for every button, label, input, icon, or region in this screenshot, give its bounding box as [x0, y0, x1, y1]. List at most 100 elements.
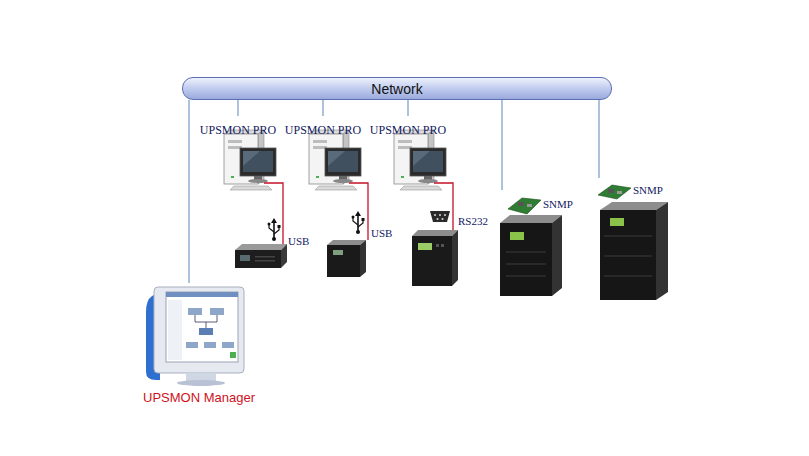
workstation-illustration: [309, 130, 361, 190]
node-label: SNMP: [633, 184, 663, 196]
tower-ups: [327, 245, 360, 277]
snmp-card: [598, 185, 631, 199]
manager-monitor: [199, 328, 213, 335]
tower-ups: [418, 243, 432, 250]
rack-ups: [235, 244, 287, 250]
network-link: [501, 100, 502, 190]
snmp-ups: [552, 215, 562, 296]
manager-monitor: [210, 308, 224, 315]
usb-symbol: [268, 211, 365, 241]
port-label: RS232: [457, 211, 489, 229]
snmp-card: [527, 204, 532, 207]
workstation-node: UPSMON PRO: [194, 116, 282, 192]
workstation-illustration: [224, 130, 446, 190]
serial-usb-cable: [434, 183, 453, 230]
snmp-ups: [500, 215, 562, 296]
node-label: UPSMON Manager: [143, 390, 255, 405]
manager-monitor: [195, 315, 217, 328]
snmp-ups: [656, 202, 668, 300]
rack-ups: [281, 244, 287, 268]
snmp-ups: [604, 236, 652, 237]
snmp-ups: [506, 252, 546, 253]
network-link: [322, 100, 323, 116]
tower-ups: [333, 250, 343, 255]
tower-ups: [436, 244, 439, 247]
snmp-ups: [506, 264, 546, 265]
snmp-ups: [500, 215, 562, 223]
tower-ups: [441, 244, 444, 247]
port-label: USB: [370, 227, 393, 239]
serial-port-symbol: [430, 211, 450, 222]
manager-monitor: [230, 352, 236, 358]
manager-monitor: [154, 287, 244, 373]
snmp-ups: [604, 276, 652, 277]
manager-monitor: [188, 308, 202, 315]
network-bar: Network: [182, 77, 612, 100]
snmp-card: [608, 189, 614, 193]
network-link: [407, 100, 408, 116]
serial-port-symbol: [439, 214, 441, 216]
workstation-node: UPSMON PRO: [366, 116, 450, 192]
snmp-card: [508, 198, 541, 214]
tower-ups: [360, 240, 366, 277]
serial-usb-cable: [349, 183, 368, 240]
port-label: USB: [287, 235, 310, 247]
manager-node: UPSMON Manager: [139, 283, 259, 405]
node-label: UPSMON PRO: [200, 123, 276, 138]
snmp-ups: [610, 218, 624, 226]
tower-ups: [327, 240, 366, 245]
snmp-ups: [500, 223, 552, 296]
manager-monitor: [168, 300, 182, 360]
serial-port-symbol: [434, 214, 436, 216]
snmp-ups-node: SNMP: [496, 190, 578, 298]
serial-port-symbol: [444, 214, 446, 216]
manager-monitor: [222, 342, 234, 348]
rack-ups: [235, 250, 281, 268]
snmp-card: [508, 198, 541, 214]
serial-port-symbol: [430, 211, 450, 222]
serial-port-symbol: [437, 218, 439, 220]
snmp-card: [598, 185, 631, 199]
snmp-ups: [600, 202, 668, 210]
snmp-ups: [506, 276, 546, 277]
network-link: [237, 100, 238, 116]
snmp-card: [617, 191, 622, 194]
snmp-card: [518, 202, 524, 206]
tower-ups: [412, 230, 458, 236]
snmp-ups: [604, 256, 652, 257]
manager-monitor: [166, 292, 238, 297]
rack-ups: [255, 256, 275, 258]
usb-symbol: [268, 218, 281, 241]
node-label: SNMP: [543, 198, 573, 210]
manager-monitor: [166, 292, 238, 362]
serial-port-symbol: [442, 218, 444, 220]
workstation-node: UPSMON PRO: [281, 116, 365, 192]
manager-monitor: [177, 380, 225, 386]
snmp-ups: [600, 202, 668, 300]
snmp-ups: [600, 210, 656, 300]
workstation-illustration: [394, 130, 446, 190]
port-label: RS232: [457, 215, 489, 227]
manager-monitor: [186, 373, 216, 381]
rack-ups: [240, 255, 250, 261]
workstation-illustration: [224, 130, 276, 190]
manager-monitor: [204, 342, 216, 348]
tower-ups: [452, 230, 458, 286]
node-label: UPSMON PRO: [285, 123, 361, 138]
network-link: [598, 100, 599, 178]
rack-ups: [255, 260, 275, 262]
tower-ups: [412, 230, 458, 286]
port-label: USB: [370, 223, 393, 241]
usb-symbol: [352, 211, 365, 234]
node-label: UPSMON PRO: [370, 123, 446, 138]
network-link: [188, 100, 189, 283]
snmp-ups-node: SNMP: [594, 178, 674, 302]
manager-monitor: [146, 287, 244, 386]
tower-ups: [327, 240, 366, 277]
snmp-ups: [510, 232, 524, 240]
serial-usb-cable: [264, 183, 283, 245]
node-label: Network: [371, 81, 422, 97]
